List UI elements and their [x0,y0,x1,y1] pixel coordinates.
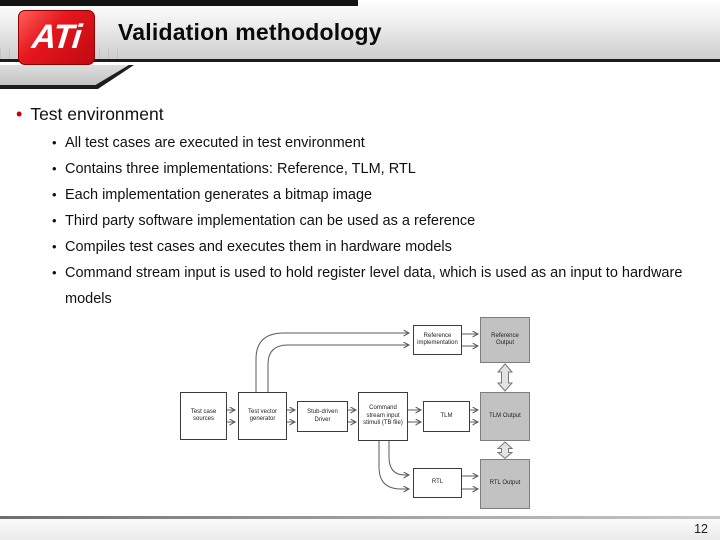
diagram-box-test-case-sources: Test case sources [180,392,227,440]
heading-row: • Test environment [16,102,164,126]
list-item: • All test cases are executed in test en… [0,130,700,156]
slide-title: Validation methodology [118,19,382,45]
footer-band [0,519,720,540]
bullet-text: Each implementation generates a bitmap i… [65,187,373,203]
bullet-icon: • [52,213,57,228]
diagram-box-test-vector-generator: Test vector generator [238,392,287,440]
box-label: TLM [440,412,453,419]
bullet-text: Third party software implementation can … [65,213,476,229]
diagram-box-stub-driven-driver: Stub-driven Driver [297,401,348,432]
red-bullet-icon: • [16,104,23,124]
bullet-icon: • [52,161,57,176]
header-wedge [0,65,129,85]
header-top-black-bar [0,0,358,6]
list-item: • Compiles test cases and executes them … [0,234,700,260]
box-label: Test case sources [190,408,217,423]
list-item: • Each implementation generates a bitmap… [0,182,700,208]
header-band [0,0,720,62]
ati-logo: ATi [18,10,95,65]
box-label: Command stream input stimuli (TB file) [363,405,403,427]
section-heading: Test environment [30,103,164,124]
bullet-text: Contains three implementations: Referenc… [65,161,416,177]
footer-divider [0,516,720,519]
diagram-box-rtl-output: RTL Output [480,459,530,509]
bullet-icon: • [52,187,57,202]
diagram-box-command-stream-input: Command stream input stimuli (TB file) [358,392,408,441]
box-label: RTL [431,479,444,486]
bullet-list: • All test cases are executed in test en… [0,130,700,312]
diagram-box-rtl: RTL [413,468,462,498]
bullet-icon: • [52,265,57,280]
diagram-box-tlm-output: TLM Output [480,392,530,441]
box-label: Stub-driven Driver [307,409,338,423]
list-item: • Third party software implementation ca… [0,208,700,234]
validation-flow-diagram: Test case sources Test vector generator … [160,317,540,513]
bullet-text: Compiles test cases and executes them in… [65,239,452,255]
bullet-icon: • [52,135,57,150]
ati-logo-text: ATi [30,18,83,56]
box-label: Reference implementation [417,332,458,347]
diagram-arrows [223,317,514,513]
diagram-box-reference-implementation: Reference implementation [413,325,462,355]
list-item: • Contains three implementations: Refere… [0,156,700,182]
diagram-box-reference-output: Reference Output [480,317,530,363]
bullet-text: Command stream input is used to hold reg… [65,265,683,307]
bullet-icon: • [52,239,57,254]
bullet-text: All test cases are executed in test envi… [65,135,365,151]
box-label: RTL Output [489,480,521,487]
list-item: • Command stream input is used to hold r… [0,260,700,312]
box-label: Reference Output [491,332,519,347]
diagram-box-tlm: TLM [423,401,470,432]
box-label: Test vector generator [247,408,277,423]
box-label: TLM Output [489,412,521,419]
page-number: 12 [694,522,708,536]
compare-arrow-icon [496,363,514,460]
